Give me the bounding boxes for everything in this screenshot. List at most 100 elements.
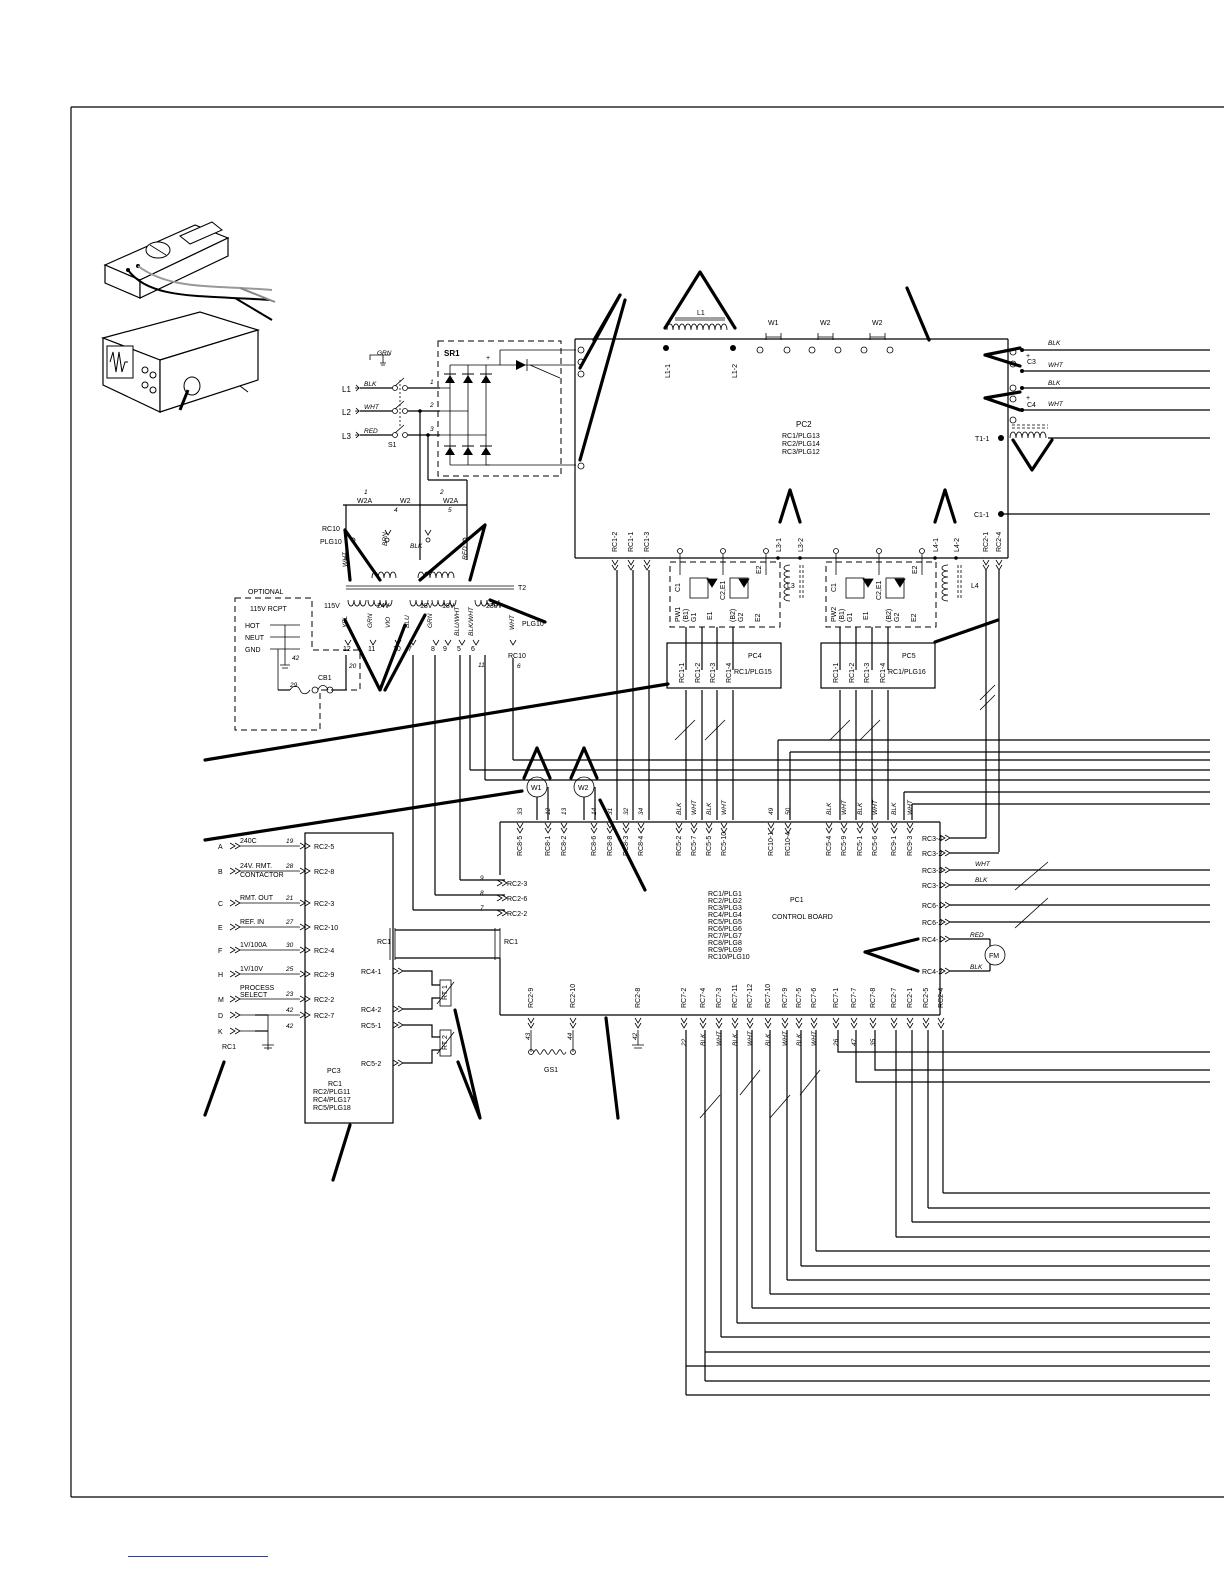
bottom-pin-rc7-8: RC7-8 <box>870 988 877 1008</box>
rc3-4: RC3-4 <box>922 836 942 843</box>
mid-wire-label-11: 49 <box>768 807 775 815</box>
pc3-rc4-2: RC4-2 <box>361 1007 381 1014</box>
mid-wire-label-3: 14 <box>591 807 598 815</box>
connector-chevron <box>229 1027 241 1035</box>
rcpt-hot: HOT <box>245 623 261 630</box>
mid-wire-label-13: BLK <box>826 802 833 815</box>
W2A-left: W2A <box>357 498 373 505</box>
ground-label: GRN <box>377 350 392 357</box>
fm-blk: BLK <box>970 964 983 971</box>
gs-rc2-9: RC2-9 <box>528 988 535 1008</box>
pc5-driver-board: PC5 RC1/PLG16 RC1-1 RC1-2 RC1-3 RC1-4 <box>820 642 936 689</box>
sec-pin-6: 6 <box>471 646 475 653</box>
mid-pin-rc8-5: RC8-5 <box>517 836 524 856</box>
remote-label-2: RMT. OUT <box>240 895 274 902</box>
pc3-plug-3: RC4/PLG17 <box>313 1097 351 1104</box>
pw2-c2e1: C2,E1 <box>876 580 883 600</box>
contactor-contacts: W1 W2 W2 <box>756 320 894 354</box>
remote-rc-rc2-5: RC2-5 <box>314 844 334 851</box>
connector-chevron <box>299 946 311 954</box>
bottom-wire-label-2: WHT <box>716 1030 723 1046</box>
primary-wht: WHT <box>342 551 349 567</box>
igbt-module-pw1: C1 C2,E1 E2 PW1 (B1) G1 E1 (B2) G2 E2 L3 <box>669 548 804 670</box>
pin-rc2-4: RC2-4 <box>996 532 1003 552</box>
wire-wht-1: WHT <box>1048 362 1064 369</box>
remote-label-5: 1V/10V <box>240 966 263 973</box>
pc1-right-connectors: RC3-4 RC3-2 RC3-3 RC3-1 RC6-1 RC6-2 RC4-… <box>922 834 1210 976</box>
cap-C4-label: C4 <box>1027 402 1036 409</box>
pw1-c2e1: C2,E1 <box>720 580 727 600</box>
sec-vio: VIO <box>385 617 392 628</box>
connector-chevron <box>229 842 241 850</box>
rc1-right-label: RC1 <box>504 939 518 946</box>
mid-wire-label-5: 32 <box>623 807 630 815</box>
bottom-wire-label-6: WHT <box>782 1030 789 1046</box>
connector-chevron <box>229 867 241 875</box>
mid-wire-label-12: 50 <box>785 807 792 815</box>
pc1-plug-4: RC4/PLG4 <box>708 912 742 919</box>
mid-pin-rc5-10: RC5-10 <box>721 832 728 856</box>
rc3-blk: BLK <box>975 877 988 884</box>
connector-chevron <box>939 918 951 926</box>
connector-chevron <box>856 822 864 834</box>
pc1-upper-connectors: RC8-533RC8-112RC8-213RC8-614RC8-831RC8-3… <box>499 799 940 875</box>
connector-chevron <box>680 1017 688 1029</box>
wire-num-11: 11 <box>478 662 485 669</box>
rc6-2: RC6-2 <box>922 920 942 927</box>
remote-rc-rc2-10: RC2-10 <box>314 925 338 932</box>
cap-C3-label: C3 <box>1027 359 1036 366</box>
mid-pin-rc5-7: RC5-7 <box>691 836 698 856</box>
connector-chevron <box>869 1017 877 1029</box>
svg-text:+: + <box>1026 353 1030 360</box>
rc10-label-left: RC10 <box>322 526 340 533</box>
optional-receptacle: OPTIONAL 115V RCPT HOT NEUT GND 42 CB1 2… <box>234 589 361 731</box>
remote-num-1: 28 <box>285 863 294 870</box>
twist-mark <box>799 1069 821 1096</box>
mid-pin-rc5-6: RC5-6 <box>872 836 879 856</box>
pc5-rc1-3: RC1-3 <box>864 663 871 683</box>
pin-rc1-3: RC1-3 <box>644 532 651 552</box>
fan-W2: W2 <box>578 785 589 792</box>
sec-230V: 230V <box>486 603 503 610</box>
cb-num-29: 29 <box>289 682 298 689</box>
mid-pin-rc8-3: RC8-3 <box>623 836 630 856</box>
remote-pin-B: B <box>218 869 223 876</box>
remote-rc-rc2-8: RC2-8 <box>314 869 334 876</box>
connector-chevron <box>784 822 792 834</box>
remote-rc-rc2-3: RC2-3 <box>314 901 334 908</box>
pc1-plug-8: RC8/PLG8 <box>708 940 742 947</box>
wire-num-3: 3 <box>430 426 434 433</box>
w2a-num-2: 2 <box>439 489 444 496</box>
connector-chevron <box>720 822 728 834</box>
pc1-plug-3: RC3/PLG3 <box>708 905 742 912</box>
bottom-pin-rc7-11: RC7-11 <box>732 984 739 1008</box>
connector-chevron <box>939 881 951 889</box>
pc4-plug: RC1/PLG15 <box>734 669 772 676</box>
connector-chevron <box>715 1017 723 1029</box>
connector-chevron <box>832 1017 840 1029</box>
mid-wire-label-6: 34 <box>638 807 645 815</box>
connector-chevron <box>699 1017 707 1029</box>
fm-red: RED <box>970 932 984 939</box>
mid-pin-rc8-2: RC8-2 <box>561 836 568 856</box>
L1-label: L1 <box>342 385 351 394</box>
L3-label: L3 <box>787 583 795 590</box>
sec-pin-8: 8 <box>431 646 435 653</box>
mid-wire-label-10: WHT <box>721 799 728 815</box>
remote-rc1: RC1 <box>222 1044 236 1051</box>
connector-chevron <box>890 822 898 834</box>
gs-rc2-8: RC2-8 <box>635 988 642 1008</box>
bus-line <box>855 1030 1210 1083</box>
footer-link-underline[interactable] <box>128 1556 268 1557</box>
sec-pin-9: 9 <box>443 646 447 653</box>
L4-label: L4 <box>971 583 979 590</box>
bottom-wire-label-11: 35 <box>870 1038 877 1046</box>
wire-wht-2: WHT <box>1048 401 1064 408</box>
pc4-rc1-3: RC1-3 <box>710 663 717 683</box>
sec-115V: 115V <box>324 603 340 610</box>
connector-chevron <box>299 1011 311 1019</box>
rc4-1: RC4-1 <box>922 937 942 944</box>
mid-pin-rc5-4: RC5-4 <box>826 836 833 856</box>
gas-solenoid-GS1: GS1 <box>544 1067 558 1074</box>
pc4-rc1-2: RC1-2 <box>695 663 702 683</box>
